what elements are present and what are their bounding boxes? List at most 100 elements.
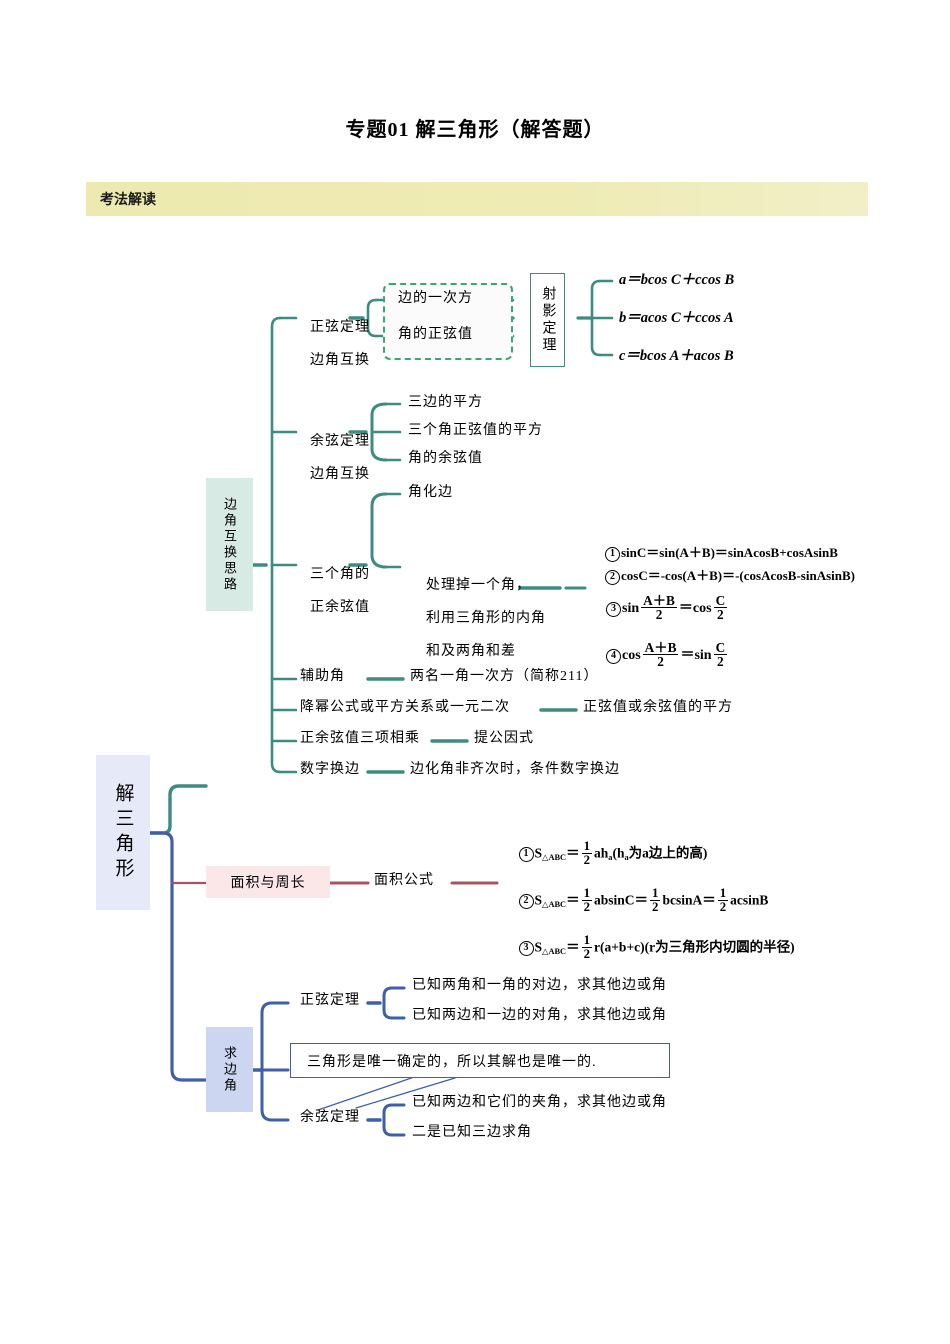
- formula-area-3-eq: ＝: [566, 939, 580, 955]
- formula-sanjiao-4-eq: ＝sin: [680, 647, 712, 663]
- circled-number-2: 2: [605, 570, 620, 586]
- node-qiubianjiao: 求边角: [206, 1027, 253, 1112]
- section-banner: 考法解读: [86, 182, 868, 216]
- formula-area-2-sub: △ABC: [542, 899, 567, 909]
- node-mianji-label: 面积与周长: [230, 876, 306, 891]
- label-yuxian-line1: 余弦定理: [310, 433, 370, 449]
- formula-area-3-tail: r(a+b+c)(r为三角形内切圆的半径): [594, 939, 795, 955]
- formula-area-2-p1: bcsinA＝: [662, 892, 716, 908]
- item-bian-yicifang: 边的一次方: [398, 291, 473, 306]
- formula-area-3-fden: 2: [583, 946, 590, 961]
- formula-area-3-fnum: 1: [581, 932, 592, 948]
- formula-area-1-tailsub: a: [608, 852, 613, 862]
- formula-area-1-fden: 2: [583, 852, 590, 867]
- formula-area-2-p2: acsinB: [730, 892, 769, 908]
- formula-sanjiao-3-gden: 2: [717, 606, 724, 622]
- circled-number-area-3: 3: [518, 941, 534, 957]
- node-qiubianjiao-label: 求边角: [222, 1045, 237, 1094]
- formula-area-2-f3den: 2: [719, 899, 727, 914]
- formula-area-1-restsub: a: [624, 852, 629, 862]
- formula-sanjiao-3-gnum: C: [713, 592, 728, 608]
- formula-sanjiao-3-left: sin: [622, 600, 640, 616]
- formula-sanjiao-2-body: cosC＝-cos(A＋B)＝-(cosAcosB-sinAsinB): [621, 568, 855, 584]
- formula-sanjiao-1-body: sinC＝sin(A＋B)＝sinAcosB+cosAsinB: [621, 545, 838, 561]
- formula-sanjiao-3-eq: ＝cos: [678, 600, 712, 616]
- formula-sanjiao-4-gnum: C: [713, 639, 728, 655]
- leaf-value-0: 两名一角一次方（简称211）: [410, 669, 599, 684]
- node-bianjiao: 边角互换思路: [206, 478, 253, 611]
- node-root-label: 解三角形: [112, 782, 134, 883]
- formula-area-3-sub: △ABC: [542, 946, 567, 956]
- leaf-label-3: 数字换边: [300, 762, 360, 777]
- formula-area-1-eq: ＝: [566, 845, 580, 861]
- node-sheying-dingli-label: 射影定理: [540, 286, 556, 354]
- leaf-label-1: 降幂公式或平方关系或一元二次: [300, 700, 510, 715]
- node-root: 解三角形: [96, 755, 150, 910]
- item-sanjiao-1: 角化边: [408, 485, 453, 500]
- formula-sanjiao-4-gden: 2: [717, 653, 724, 669]
- formula-area-2-f2num: 1: [650, 885, 661, 901]
- item-sanjiao-2-line2: 利用三角形的内角: [426, 610, 546, 626]
- formula-area-1-sub: △ABC: [542, 852, 567, 862]
- note-unique-solution: 三角形是唯一确定的，所以其解也是唯一的.: [290, 1043, 670, 1078]
- formula-area-2-p0: absinC＝: [594, 892, 649, 908]
- formula-sanjiao-3-fnum: A＋B: [641, 592, 677, 608]
- formula-area-1-pre: S: [534, 845, 543, 861]
- formula-area-1-tail: ah: [594, 845, 609, 861]
- formula-area-2-f3num: 1: [717, 885, 729, 901]
- item-yuxian-3: 角的余弦值: [408, 451, 483, 466]
- label-sanjiao-line2: 正余弦值: [310, 599, 370, 615]
- label-sanjiao: 三个角的 正余弦值: [292, 550, 370, 633]
- circled-number-area-2: 2: [518, 894, 534, 910]
- node-bianjiao-label: 边角互换思路: [222, 496, 237, 593]
- node-mianji: 面积与周长: [206, 866, 330, 898]
- formula-area-2-pre: S: [534, 892, 543, 908]
- label-yuxian-line2: 边角互换: [310, 466, 370, 482]
- label-zhengxian-line1: 正弦定理: [310, 319, 370, 335]
- label-qiubianjiao-zhengxian: 正弦定理: [300, 993, 360, 1008]
- formula-area-2-f2den: 2: [652, 899, 659, 914]
- item-jiao-zhengxianzhi: 角的正弦值: [398, 327, 473, 342]
- node-sheying-dingli: 射影定理: [530, 273, 565, 367]
- formula-area-2-eq: ＝: [566, 892, 580, 908]
- dashed-group-zhengxian: [383, 283, 513, 360]
- label-qiubianjiao-yuxian: 余弦定理: [300, 1110, 360, 1125]
- item-sanjiao-2: 处理掉一个角， 利用三角形的内角 和及两角和差: [408, 561, 546, 677]
- label-zhengxian-dingli: 正弦定理 边角互换: [292, 303, 370, 386]
- circled-number-3: 3: [606, 601, 621, 617]
- label-sanjiao-line1: 三个角的: [310, 566, 370, 582]
- leaf-label-0: 辅助角: [300, 669, 345, 684]
- formula-sheying-2: b＝acos C＋ccos A: [619, 310, 734, 326]
- note-unique-solution-text: 三角形是唯一确定的，所以其解也是唯一的.: [307, 1054, 597, 1070]
- formula-sanjiao-4-fden: 2: [657, 653, 664, 669]
- formula-sheying-1: a＝bcos C＋ccos B: [619, 272, 735, 288]
- leaf-value-3: 边化角非齐次时，条件数字换边: [410, 762, 620, 777]
- circled-number-4: 4: [606, 648, 621, 664]
- item-qiubianjiao-yuxian-1: 二是已知三边求角: [412, 1125, 532, 1140]
- label-zhengxian-line2: 边角互换: [310, 352, 370, 368]
- label-yuxian-dingli: 余弦定理 边角互换: [292, 417, 370, 500]
- circled-number-1: 1: [605, 547, 620, 563]
- formula-area-3-pre: S: [534, 939, 543, 955]
- page-title: 专题01 解三角形（解答题）: [345, 119, 605, 141]
- label-mianji-gongshi: 面积公式: [374, 873, 434, 888]
- item-yuxian-1: 三边的平方: [408, 395, 483, 410]
- formula-sanjiao-4-fnum: A＋B: [642, 639, 679, 655]
- item-sanjiao-2-line3: 和及两角和差: [426, 643, 516, 659]
- formula-area-1-rest2: 为a边上的高): [628, 845, 708, 861]
- formula-area-1-fnum: 1: [581, 838, 592, 854]
- item-qiubianjiao-zhengxian-1: 已知两边和一边的对角，求其他边或角: [412, 1008, 667, 1023]
- item-yuxian-2: 三个角正弦值的平方: [408, 423, 543, 438]
- leaf-value-1: 正弦值或余弦值的平方: [583, 700, 733, 715]
- formula-area-1-rest: (h: [612, 845, 625, 861]
- banner-label: 考法解读: [100, 191, 156, 207]
- formula-sanjiao-3-fden: 2: [655, 606, 663, 622]
- formula-area-2-f1den: 2: [583, 899, 590, 914]
